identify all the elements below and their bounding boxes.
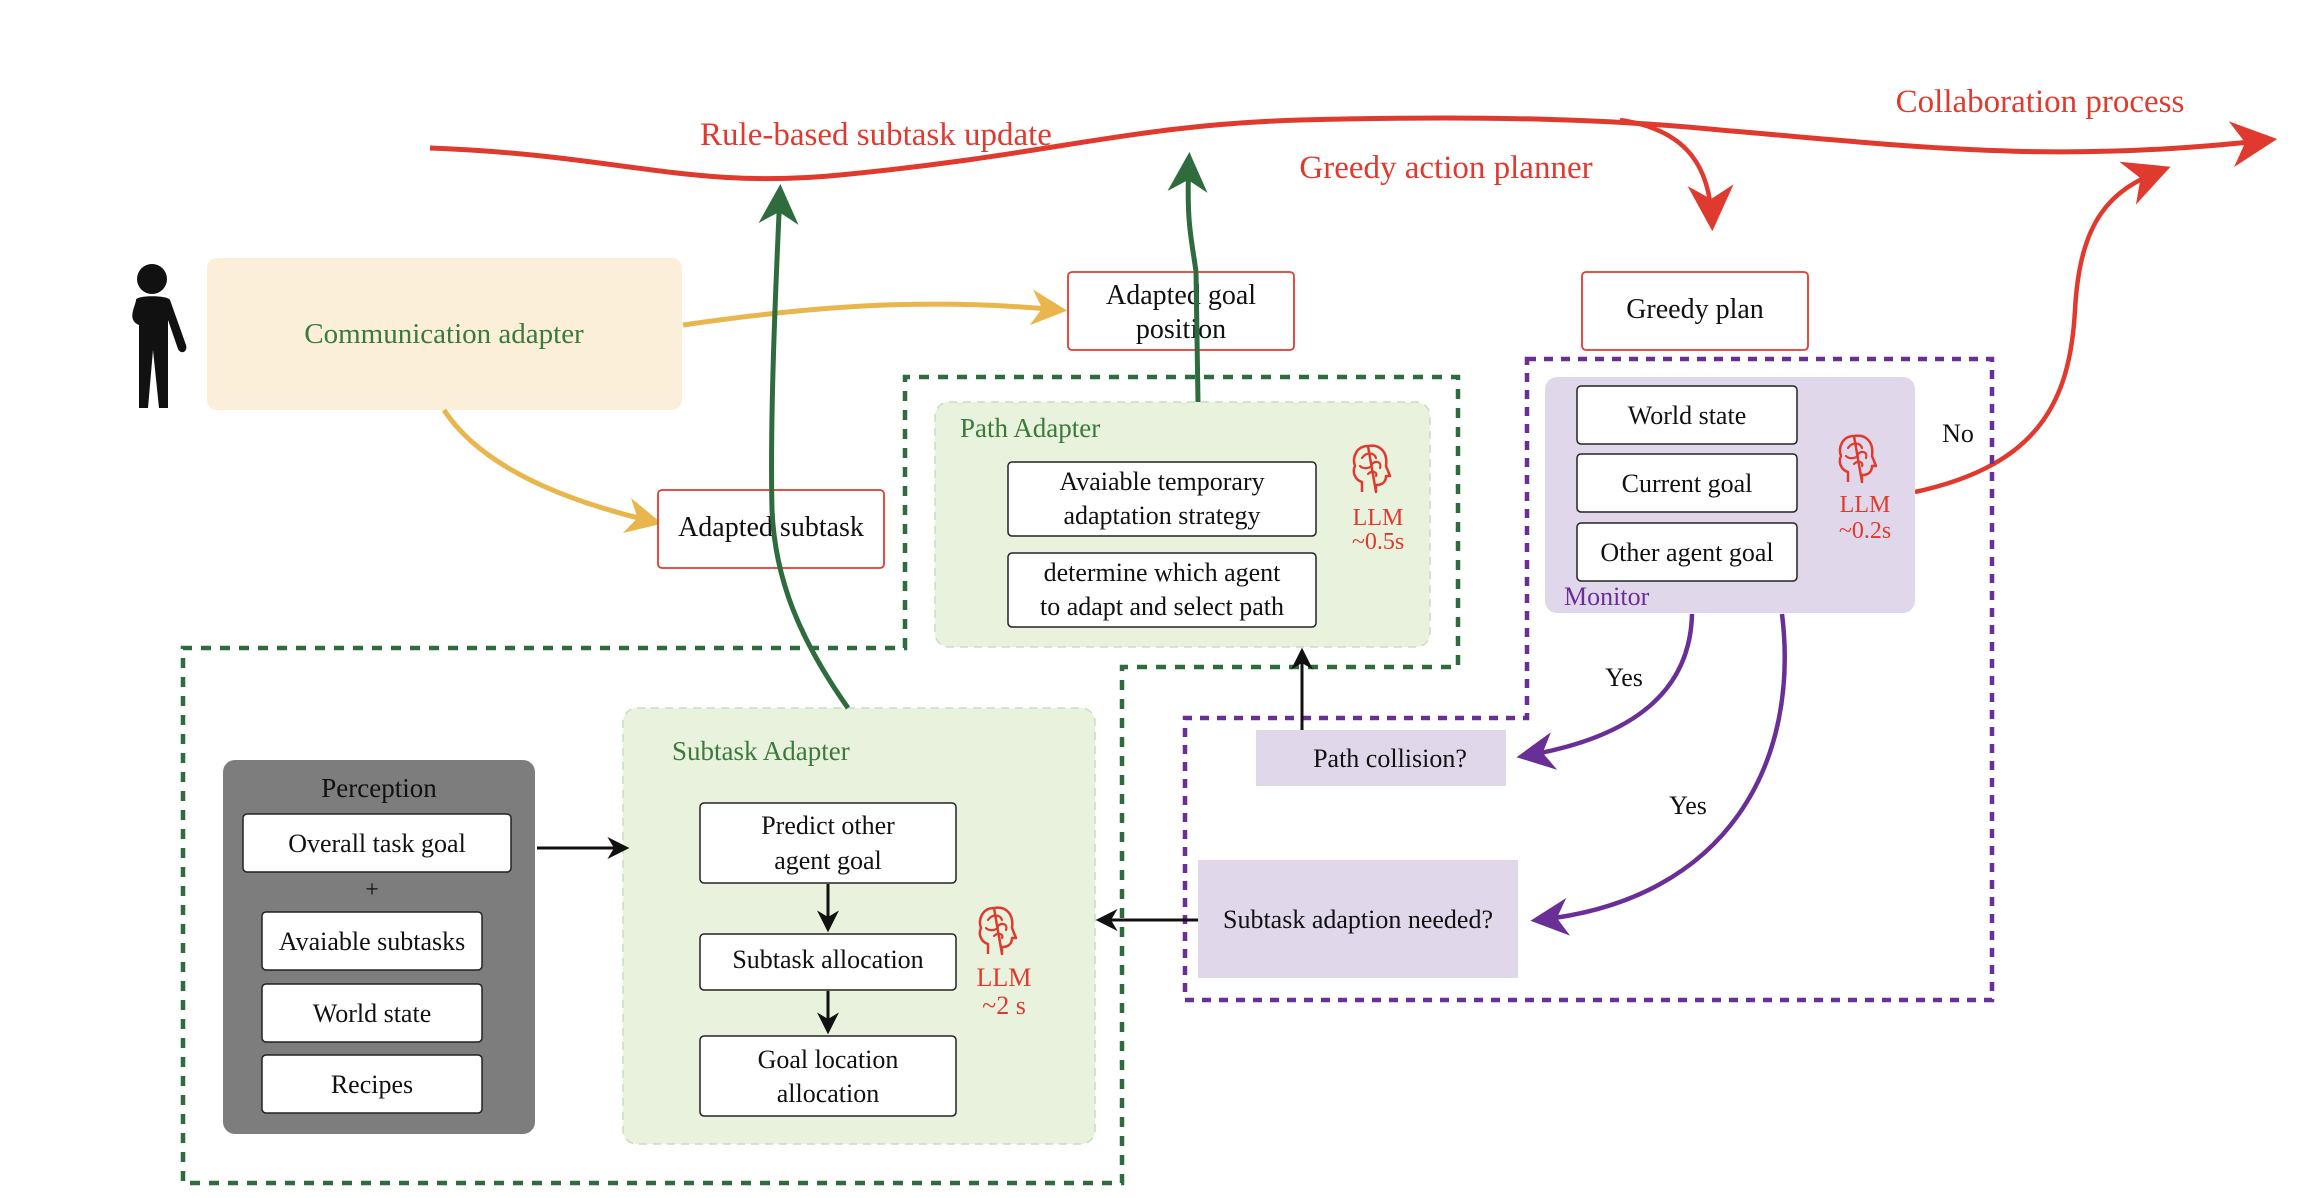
- monitor-no-arrow: [1914, 161, 2171, 495]
- monitor-region-dashed-border: [1182, 356, 1995, 1003]
- monitor-item-box: [1576, 522, 1798, 582]
- perception-plus: +: [365, 877, 379, 903]
- path-adapter-step1-line1: Avaiable temporary: [1059, 467, 1264, 496]
- monitor-yes-label-2: Yes: [1669, 791, 1707, 820]
- path-adapter-llm-time: ~0.5s: [1352, 529, 1404, 555]
- greedy-plan-label: Greedy plan: [1626, 294, 1764, 325]
- human-thinking-icon: [132, 264, 187, 408]
- monitor-item-box: [1576, 385, 1798, 445]
- subtask-adapter-llm-time: ~2 s: [982, 991, 1026, 1020]
- comm-to-goal-arrow: [682, 289, 1068, 328]
- path-collision-label: Path collision?: [1313, 744, 1467, 773]
- perception-item-box: [261, 1054, 483, 1114]
- subtask-adapter-title: Subtask Adapter: [672, 736, 850, 766]
- monitor-yes-label-1: Yes: [1605, 663, 1643, 692]
- monitor-item-current-goal: Current goal: [1622, 469, 1753, 498]
- perception-item-recipes: Recipes: [331, 1070, 413, 1099]
- perception-item-box: [242, 813, 512, 873]
- path-adapter-title: Path Adapter: [960, 413, 1100, 443]
- path-adapter-step1-line2: adaptation strategy: [1063, 501, 1260, 530]
- adapter-region-dashed-border: [180, 374, 1461, 1186]
- path-adapter-llm-label: LLM: [1353, 505, 1404, 531]
- subtask-adapter-step2-line1: Subtask allocation: [732, 945, 923, 974]
- subtask-adapter-step3-box: [699, 1035, 957, 1117]
- path-adapter-step2-line2: to adapt and select path: [1040, 592, 1284, 621]
- subtask-adaption-needed-box: [1198, 860, 1518, 978]
- subtask-adapter-step3-line2: allocation: [777, 1079, 880, 1108]
- path-adapter-step1-box: [1007, 461, 1317, 537]
- perception-title: Perception: [321, 773, 437, 803]
- monitor-yes-collision-arrow: [1516, 613, 1695, 770]
- perception-item-subtasks: Avaiable subtasks: [279, 927, 466, 956]
- greedy-plan-box: [1581, 271, 1809, 351]
- subtask-adapter-step1-box: [699, 802, 957, 884]
- path-adapter-step2-box: [1007, 552, 1317, 628]
- path-adapter-to-goal-arrow: [1193, 271, 1201, 403]
- path-adapter-step2-line1: determine which agent: [1044, 558, 1282, 587]
- monitor-item-box: [1576, 453, 1798, 513]
- subtask-adapter-step1-line2: agent goal: [774, 846, 882, 875]
- rule-based-update-label: Rule-based subtask update: [700, 117, 1052, 153]
- perception-item-world-state: World state: [313, 999, 432, 1028]
- subtask-adapter-step3-line1: Goal location: [758, 1045, 899, 1074]
- adapted-goal-position-box: [1067, 271, 1295, 351]
- adapted-goal-position-line1: Adapted goal: [1106, 280, 1256, 311]
- path-collision-box: [1256, 730, 1506, 786]
- perception-item-box: [261, 983, 483, 1043]
- monitor-llm-label: LLM: [1840, 492, 1891, 518]
- perception-item-box: [261, 911, 483, 971]
- collaboration-flow-arrow: [429, 115, 2278, 182]
- monitor-item-world-state: World state: [1628, 401, 1747, 430]
- collaboration-process-label: Collaboration process: [1896, 84, 2185, 120]
- subtask-update-arrow: [758, 184, 851, 710]
- communication-adapter-box: [207, 258, 682, 410]
- monitor-yes-adaption-arrow: [1530, 613, 1787, 936]
- subtask-adaption-needed-label: Subtask adaption needed?: [1223, 905, 1493, 934]
- adapted-goal-position-line2: position: [1136, 314, 1226, 345]
- monitor-llm-time: ~0.2s: [1839, 518, 1891, 544]
- subtask-adapter-llm-label: LLM: [977, 963, 1032, 992]
- monitor-title: Monitor: [1564, 582, 1650, 611]
- subtask-adapter-step1-line1: Predict other: [761, 811, 895, 840]
- subtask-adapter-step2-box: [699, 933, 957, 991]
- greedy-action-planner-label: Greedy action planner: [1299, 150, 1592, 186]
- communication-adapter-label: Communication adapter: [304, 318, 584, 350]
- monitor-no-label: No: [1942, 419, 1974, 448]
- greedy-plan-branch-arrow: [1619, 117, 1734, 232]
- perception-item-overall-goal: Overall task goal: [288, 829, 466, 858]
- monitor-item-other-agent-goal: Other agent goal: [1600, 538, 1773, 567]
- comm-to-subtask-arrow: [441, 408, 663, 534]
- goal-update-arrow: [1167, 152, 1208, 273]
